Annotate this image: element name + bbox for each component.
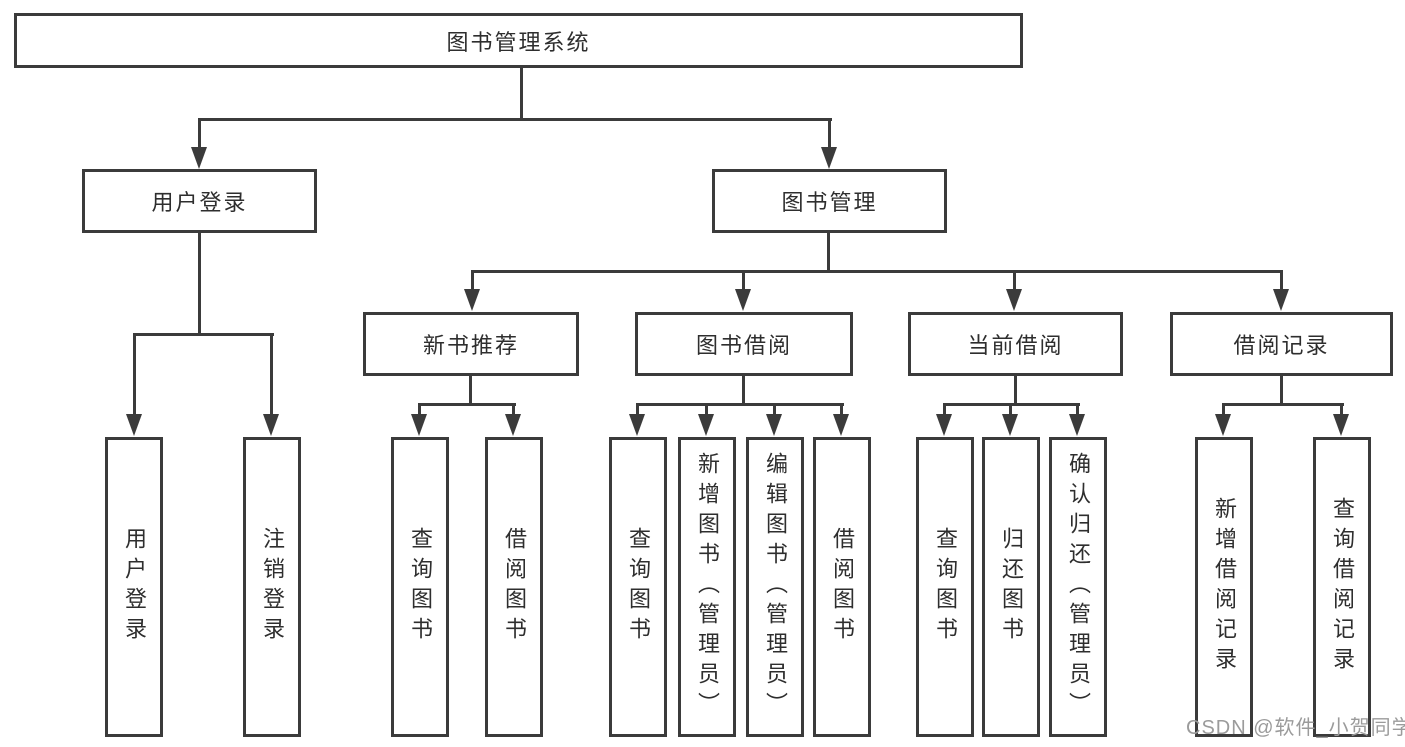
connector-arrow-shaft [1340, 405, 1343, 416]
csdn-watermark: CSDN @软件_小贺同学 [1186, 717, 1405, 739]
leaf-query-borrow-record: 查询借阅记录 [1313, 437, 1371, 737]
connector-stem [520, 68, 523, 120]
connector-arrow-shaft [270, 335, 273, 416]
leaf-query-books-borrowing-label: 查询图书 [626, 527, 651, 647]
arrow-down-icon [629, 414, 645, 436]
connector-arrow-shaft [512, 405, 515, 416]
leaf-confirm-return-admin: 确认归还（管理员） [1049, 437, 1107, 737]
leaf-query-borrow-record-label: 查询借阅记录 [1330, 497, 1355, 677]
arrow-down-icon [411, 414, 427, 436]
node-book-management-label: 图书管理 [781, 190, 878, 215]
arrow-down-icon [191, 147, 207, 169]
connector-arrow-shaft [471, 272, 474, 292]
connector-branch [471, 270, 1283, 273]
arrow-down-icon [735, 289, 751, 311]
leaf-logout-label: 注销登录 [260, 527, 285, 647]
leaf-user-login: 用户登录 [105, 437, 163, 737]
connector-arrow-shaft [1222, 405, 1225, 416]
arrow-down-icon [1215, 414, 1231, 436]
connector-arrow-shaft [705, 405, 708, 416]
arrow-down-icon [1002, 414, 1018, 436]
connector-arrow-shaft [840, 405, 843, 416]
leaf-confirm-return-admin-label: 确认归还（管理员） [1066, 452, 1091, 722]
leaf-add-book-admin: 新增图书（管理员） [678, 437, 736, 737]
connector-branch [198, 118, 832, 121]
node-book-borrowing-label: 图书借阅 [695, 333, 792, 358]
node-current-borrowing: 当前借阅 [908, 312, 1123, 376]
arrow-down-icon [821, 147, 837, 169]
connector-stem [1280, 375, 1283, 405]
node-user-login-branch: 用户登录 [82, 169, 317, 233]
leaf-borrow-books: 借阅图书 [813, 437, 871, 737]
leaf-edit-book-admin-label: 编辑图书（管理员） [763, 452, 788, 722]
connector-branch [943, 403, 1080, 406]
leaf-query-books-recommend-label: 查询图书 [408, 527, 433, 647]
connector-stem [198, 233, 201, 335]
node-user-login-branch-label: 用户登录 [151, 190, 248, 215]
connector-arrow-shaft [198, 120, 201, 150]
connector-branch [418, 403, 516, 406]
node-book-management: 图书管理 [712, 169, 947, 233]
connector-arrow-shaft [742, 272, 745, 292]
node-borrow-records: 借阅记录 [1170, 312, 1393, 376]
arrow-down-icon [126, 414, 142, 436]
leaf-add-book-admin-label: 新增图书（管理员） [695, 452, 720, 722]
arrow-down-icon [464, 289, 480, 311]
arrow-down-icon [263, 414, 279, 436]
connector-stem [742, 375, 745, 405]
arrow-down-icon [833, 414, 849, 436]
connector-arrow-shaft [828, 120, 831, 150]
arrow-down-icon [1069, 414, 1085, 436]
connector-arrow-shaft [418, 405, 421, 416]
node-borrow-records-label: 借阅记录 [1233, 333, 1330, 358]
connector-stem [827, 233, 830, 272]
arrow-down-icon [505, 414, 521, 436]
leaf-query-books-borrowing: 查询图书 [609, 437, 667, 737]
leaf-return-book-label: 归还图书 [999, 527, 1024, 647]
leaf-add-borrow-record: 新增借阅记录 [1195, 437, 1253, 737]
connector-branch [636, 403, 844, 406]
connector-stem [1014, 375, 1017, 405]
node-book-borrowing: 图书借阅 [635, 312, 853, 376]
leaf-borrow-books-recommend-label: 借阅图书 [502, 527, 527, 647]
node-current-borrowing-label: 当前借阅 [967, 333, 1064, 358]
connector-arrow-shaft [943, 405, 946, 416]
node-new-book-recommend-label: 新书推荐 [422, 333, 519, 358]
leaf-return-book: 归还图书 [982, 437, 1040, 737]
arrow-down-icon [766, 414, 782, 436]
leaf-query-books-current: 查询图书 [916, 437, 974, 737]
arrow-down-icon [936, 414, 952, 436]
leaf-user-login-label: 用户登录 [122, 527, 147, 647]
arrow-down-icon [1273, 289, 1289, 311]
connector-arrow-shaft [1076, 405, 1079, 416]
leaf-query-books-current-label: 查询图书 [933, 527, 958, 647]
connector-arrow-shaft [1280, 272, 1283, 292]
arrow-down-icon [1006, 289, 1022, 311]
connector-branch [1222, 403, 1344, 406]
node-new-book-recommend: 新书推荐 [363, 312, 579, 376]
connector-stem [469, 375, 472, 405]
connector-arrow-shaft [1009, 405, 1012, 416]
leaf-borrow-books-label: 借阅图书 [830, 527, 855, 647]
connector-arrow-shaft [636, 405, 639, 416]
arrow-down-icon [698, 414, 714, 436]
arrow-down-icon [1333, 414, 1349, 436]
connector-arrow-shaft [1013, 272, 1016, 292]
connector-arrow-shaft [133, 335, 136, 416]
leaf-logout: 注销登录 [243, 437, 301, 737]
leaf-add-borrow-record-label: 新增借阅记录 [1212, 497, 1237, 677]
node-root-label: 图书管理系统 [446, 29, 591, 55]
leaf-query-books-recommend: 查询图书 [391, 437, 449, 737]
connector-branch [133, 333, 274, 336]
leaf-borrow-books-recommend: 借阅图书 [485, 437, 543, 737]
leaf-edit-book-admin: 编辑图书（管理员） [746, 437, 804, 737]
connector-arrow-shaft [773, 405, 776, 416]
node-root-system: 图书管理系统 [14, 13, 1023, 68]
